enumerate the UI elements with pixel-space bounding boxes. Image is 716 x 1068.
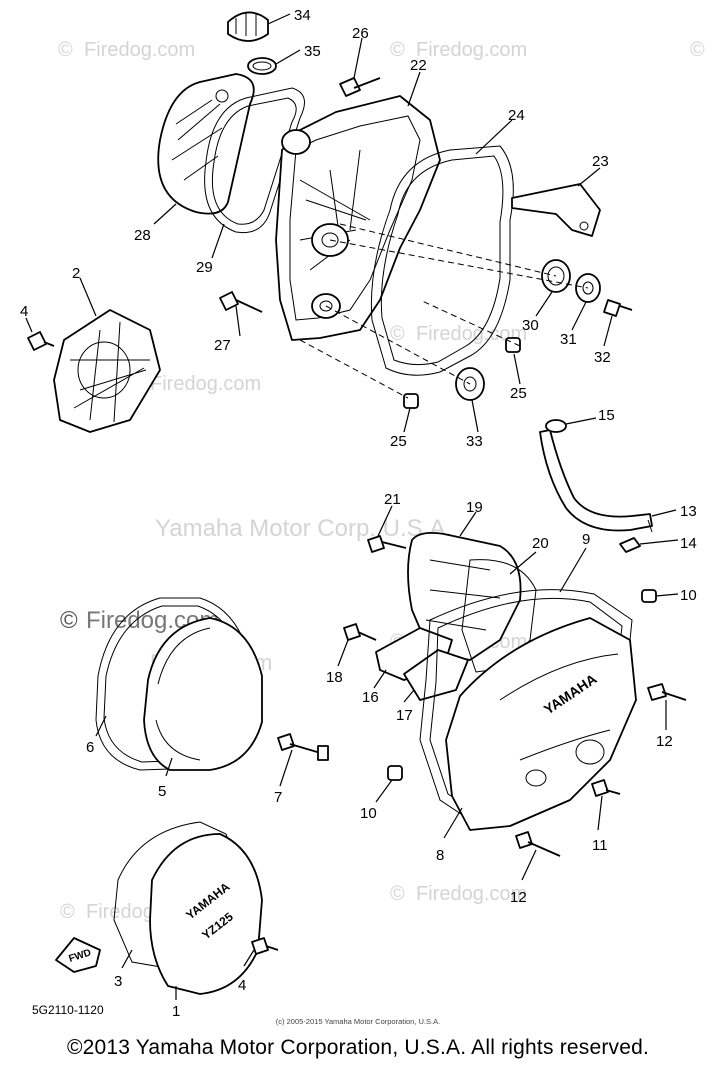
- cover-plate: [157, 73, 255, 215]
- bolt: [603, 299, 633, 317]
- callout-30: 30: [522, 317, 539, 334]
- ignition-cover-assembly: YAMAHA YZ125 FWD: [55, 821, 279, 995]
- dowel-pin: [641, 589, 657, 603]
- watermark-main: Yamaha Motor Corp. U.S.A.: [155, 515, 452, 542]
- callout-3: 3: [114, 973, 122, 990]
- o-ring: [247, 57, 277, 75]
- dowel-pin: [403, 393, 419, 409]
- diagram-code: 5G2110-1120: [32, 1003, 104, 1017]
- forward-arrow-icon: FWD: [55, 937, 101, 973]
- watermark-copyright: ©: [60, 607, 78, 634]
- callout-4: 4: [238, 977, 246, 994]
- clutch-cover-assembly: YAMAHA: [343, 531, 687, 857]
- clutch-cover: YAMAHA: [445, 617, 637, 831]
- watermark-site: Firedog.com: [84, 39, 195, 61]
- watermark-site: Firedog.com: [150, 373, 261, 395]
- callout-20: 20: [532, 535, 549, 552]
- callout-1: 1: [172, 1003, 180, 1020]
- breather-hose: [539, 419, 653, 553]
- callout-10: 10: [360, 805, 377, 822]
- callout-29: 29: [196, 259, 213, 276]
- callout-17: 17: [396, 707, 413, 724]
- crankcase-cover-assembly: [157, 11, 633, 409]
- copyright-notice: ©2013 Yamaha Motor Corporation, U.S.A. A…: [66, 1036, 650, 1059]
- cover-bracket: [511, 183, 601, 237]
- callout-26: 26: [352, 25, 369, 42]
- watermark-site: Firedog.com: [416, 883, 527, 905]
- callout-27: 27: [214, 337, 231, 354]
- callout-6: 6: [86, 739, 94, 756]
- crankcase-cover: [275, 95, 441, 341]
- magneto-cover-assembly: [95, 597, 329, 771]
- callout-34: 34: [294, 7, 311, 24]
- callout-10: 10: [680, 587, 697, 604]
- callout-21: 21: [384, 491, 401, 508]
- gasket: [204, 87, 305, 234]
- left-side-cover: [53, 309, 161, 433]
- callout-11: 11: [592, 837, 608, 854]
- callout-12: 12: [510, 889, 527, 906]
- callout-2: 2: [72, 265, 80, 282]
- callout-22: 22: [410, 57, 427, 74]
- bolt: [219, 291, 263, 313]
- callout-13: 13: [680, 503, 697, 520]
- callout-14: 14: [680, 535, 697, 552]
- cover-gasket: [370, 145, 514, 376]
- oil-filler-cap: [227, 11, 269, 42]
- callout-numbers: 34 35 26 22 24 23 28 29 2 4 27 30 31 32 …: [20, 7, 697, 1020]
- watermark-copyright: ©: [58, 39, 73, 61]
- watermark-copyright: ©: [390, 39, 405, 61]
- callout-18: 18: [326, 669, 343, 686]
- callout-9: 9: [582, 531, 590, 548]
- callout-32: 32: [594, 349, 611, 366]
- callout-4: 4: [20, 303, 28, 320]
- callout-7: 7: [274, 789, 282, 806]
- callout-28: 28: [134, 227, 151, 244]
- callout-16: 16: [362, 689, 379, 706]
- watermark-copyright: ©: [390, 323, 405, 345]
- watermark-copyright: ©: [390, 883, 405, 905]
- watermark-site: Firedog.com: [416, 39, 527, 61]
- callout-24: 24: [508, 107, 525, 124]
- bolt: [27, 331, 55, 351]
- callout-35: 35: [304, 43, 321, 60]
- leader-lines: [25, 13, 679, 1000]
- callout-5: 5: [158, 783, 166, 800]
- dowel-pin: [387, 765, 403, 781]
- watermark-copyright: ©: [690, 39, 705, 61]
- bolt: [339, 77, 381, 97]
- callout-33: 33: [466, 433, 483, 450]
- small-copyright: (c) 2005-2015 Yamaha Motor Corporation, …: [275, 1017, 441, 1026]
- callout-25: 25: [510, 385, 527, 402]
- watermark-site: Firedog.com: [416, 323, 527, 345]
- callout-19: 19: [466, 499, 483, 516]
- callout-15: 15: [598, 407, 615, 424]
- callout-12: 12: [656, 733, 673, 750]
- callout-8: 8: [436, 847, 444, 864]
- callout-25: 25: [390, 433, 407, 450]
- callout-31: 31: [560, 331, 577, 348]
- callout-23: 23: [592, 153, 609, 170]
- watermark-copyright: ©: [60, 901, 75, 923]
